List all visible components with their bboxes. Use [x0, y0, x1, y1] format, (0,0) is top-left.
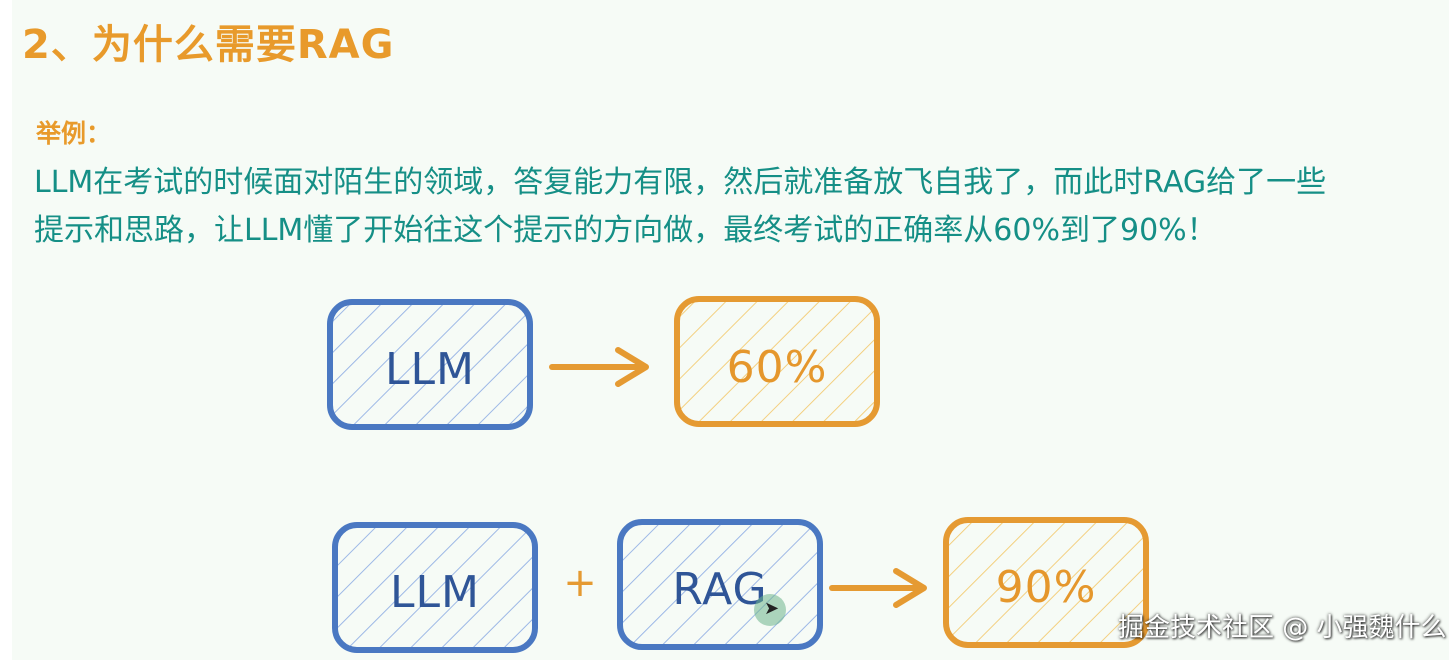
row1-result-box: 60% — [674, 296, 880, 427]
row1-arrow-icon — [549, 347, 649, 387]
mouse-cursor-highlight — [754, 594, 786, 626]
cursor-arrow-icon: ➤ — [764, 598, 780, 619]
row2-rag-box: RAG — [617, 519, 823, 650]
row2-rag-label: RAG — [672, 564, 767, 615]
row2-llm-box: LLM — [332, 522, 538, 653]
row2-llm-label: LLM — [390, 567, 480, 618]
example-label: 举例： — [36, 119, 112, 148]
row1-llm-label: LLM — [385, 344, 475, 395]
slide-left-edge — [0, 0, 12, 660]
example-line-1: LLM在考试的时候面对陌生的领域，答复能力有限，然后就准备放飞自我了，而此时RA… — [34, 165, 1327, 200]
slide-title: 2、为什么需要RAG — [22, 22, 395, 68]
plus-sign: + — [563, 560, 597, 606]
row2-result-box: 90% — [943, 517, 1149, 648]
row1-llm-box: LLM — [327, 299, 533, 430]
example-line-2: 提示和思路，让LLM懂了开始往这个提示的方向做，最终考试的正确率从60%到了90… — [34, 213, 1217, 248]
watermark: 掘金技术社区 @ 小强魏什么 — [1118, 613, 1447, 643]
example-paragraph: LLM在考试的时候面对陌生的领域，答复能力有限，然后就准备放飞自我了，而此时RA… — [34, 159, 1439, 255]
row2-result-label: 90% — [996, 562, 1097, 613]
row2-arrow-icon — [829, 568, 927, 608]
row1-result-label: 60% — [727, 342, 828, 393]
